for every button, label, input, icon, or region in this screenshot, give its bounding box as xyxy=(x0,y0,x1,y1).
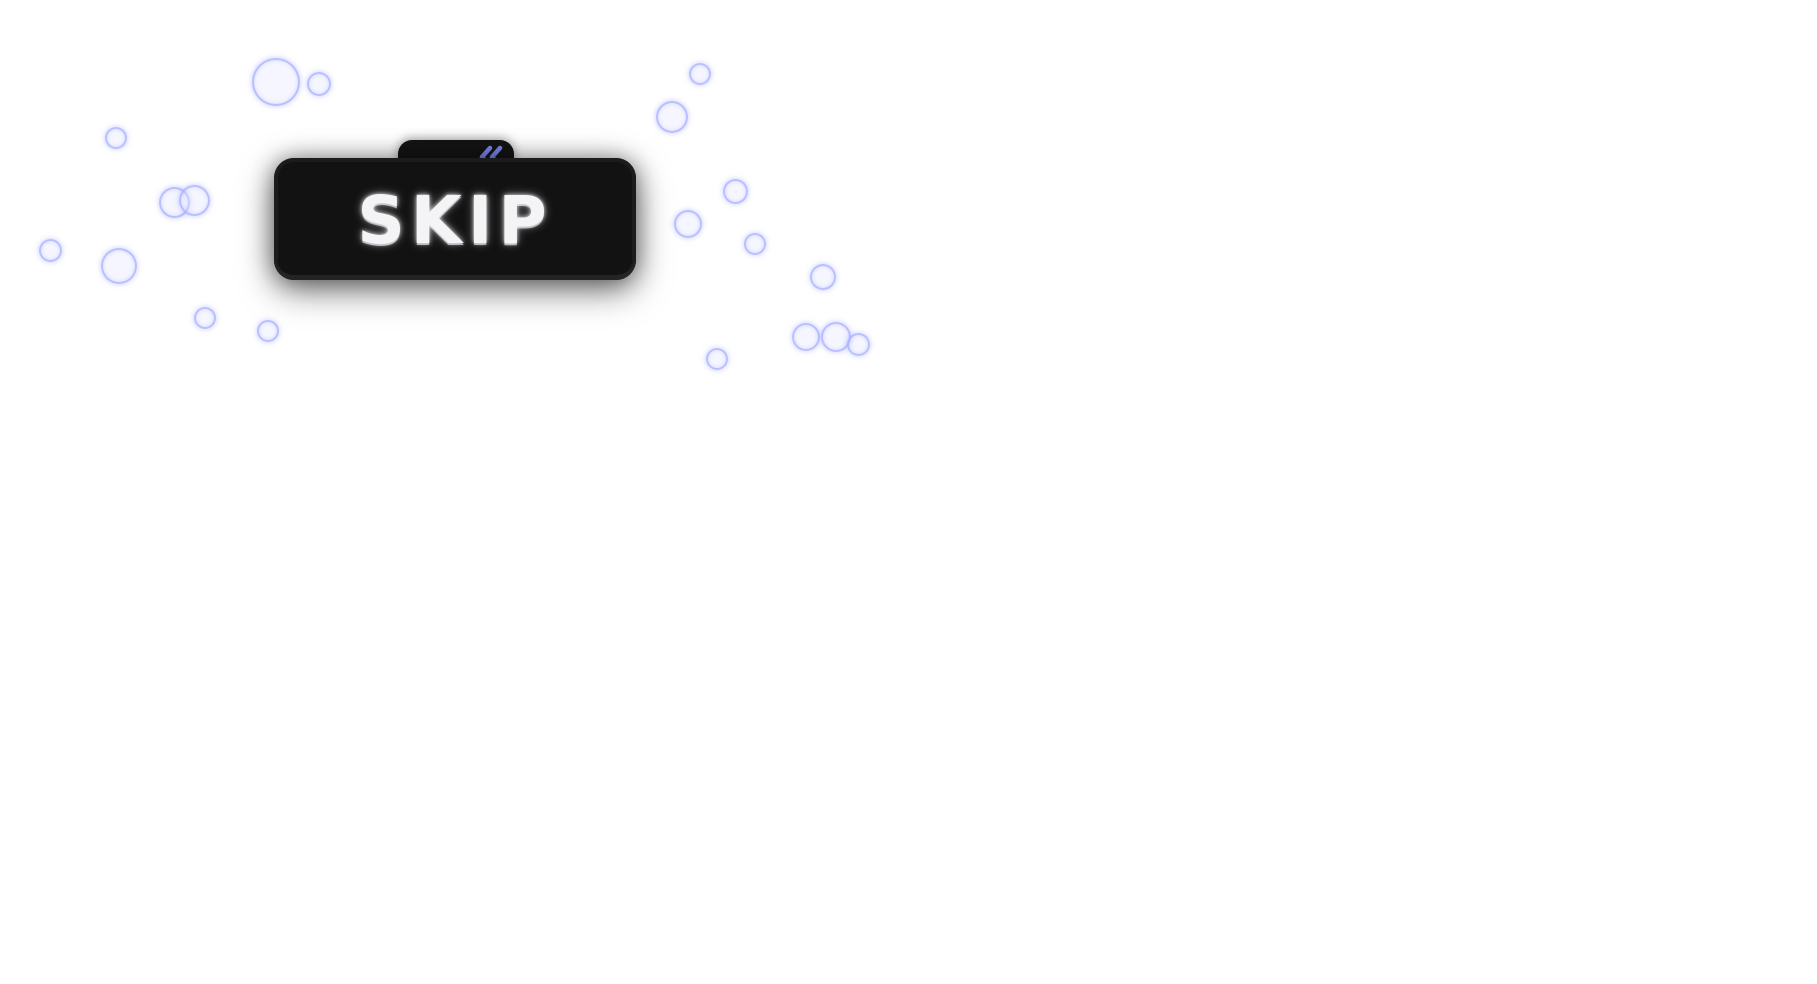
bubble-decoration xyxy=(252,58,300,106)
bubble-decoration xyxy=(307,72,331,96)
bubble-decoration xyxy=(810,264,836,290)
bubble-decoration xyxy=(105,127,127,149)
bubble-decoration xyxy=(847,333,870,356)
skip-button-label: SKIP xyxy=(357,182,553,259)
bubble-decoration xyxy=(101,248,137,284)
skip-button[interactable]: SKIP xyxy=(274,158,636,280)
bubble-decoration xyxy=(689,63,711,85)
bubble-decoration xyxy=(744,233,766,255)
bubble-decoration xyxy=(656,101,688,133)
skip-control[interactable]: SKIP xyxy=(274,140,636,282)
bubble-decoration xyxy=(674,210,702,238)
bubble-decoration xyxy=(792,323,820,351)
bubble-decoration xyxy=(179,185,210,216)
bubble-decoration xyxy=(821,322,851,352)
bubble-decoration xyxy=(706,348,728,370)
bubble-decoration xyxy=(723,179,748,204)
bubble-decoration xyxy=(39,239,62,262)
bubble-decoration xyxy=(194,307,216,329)
bubble-decoration xyxy=(257,320,279,342)
